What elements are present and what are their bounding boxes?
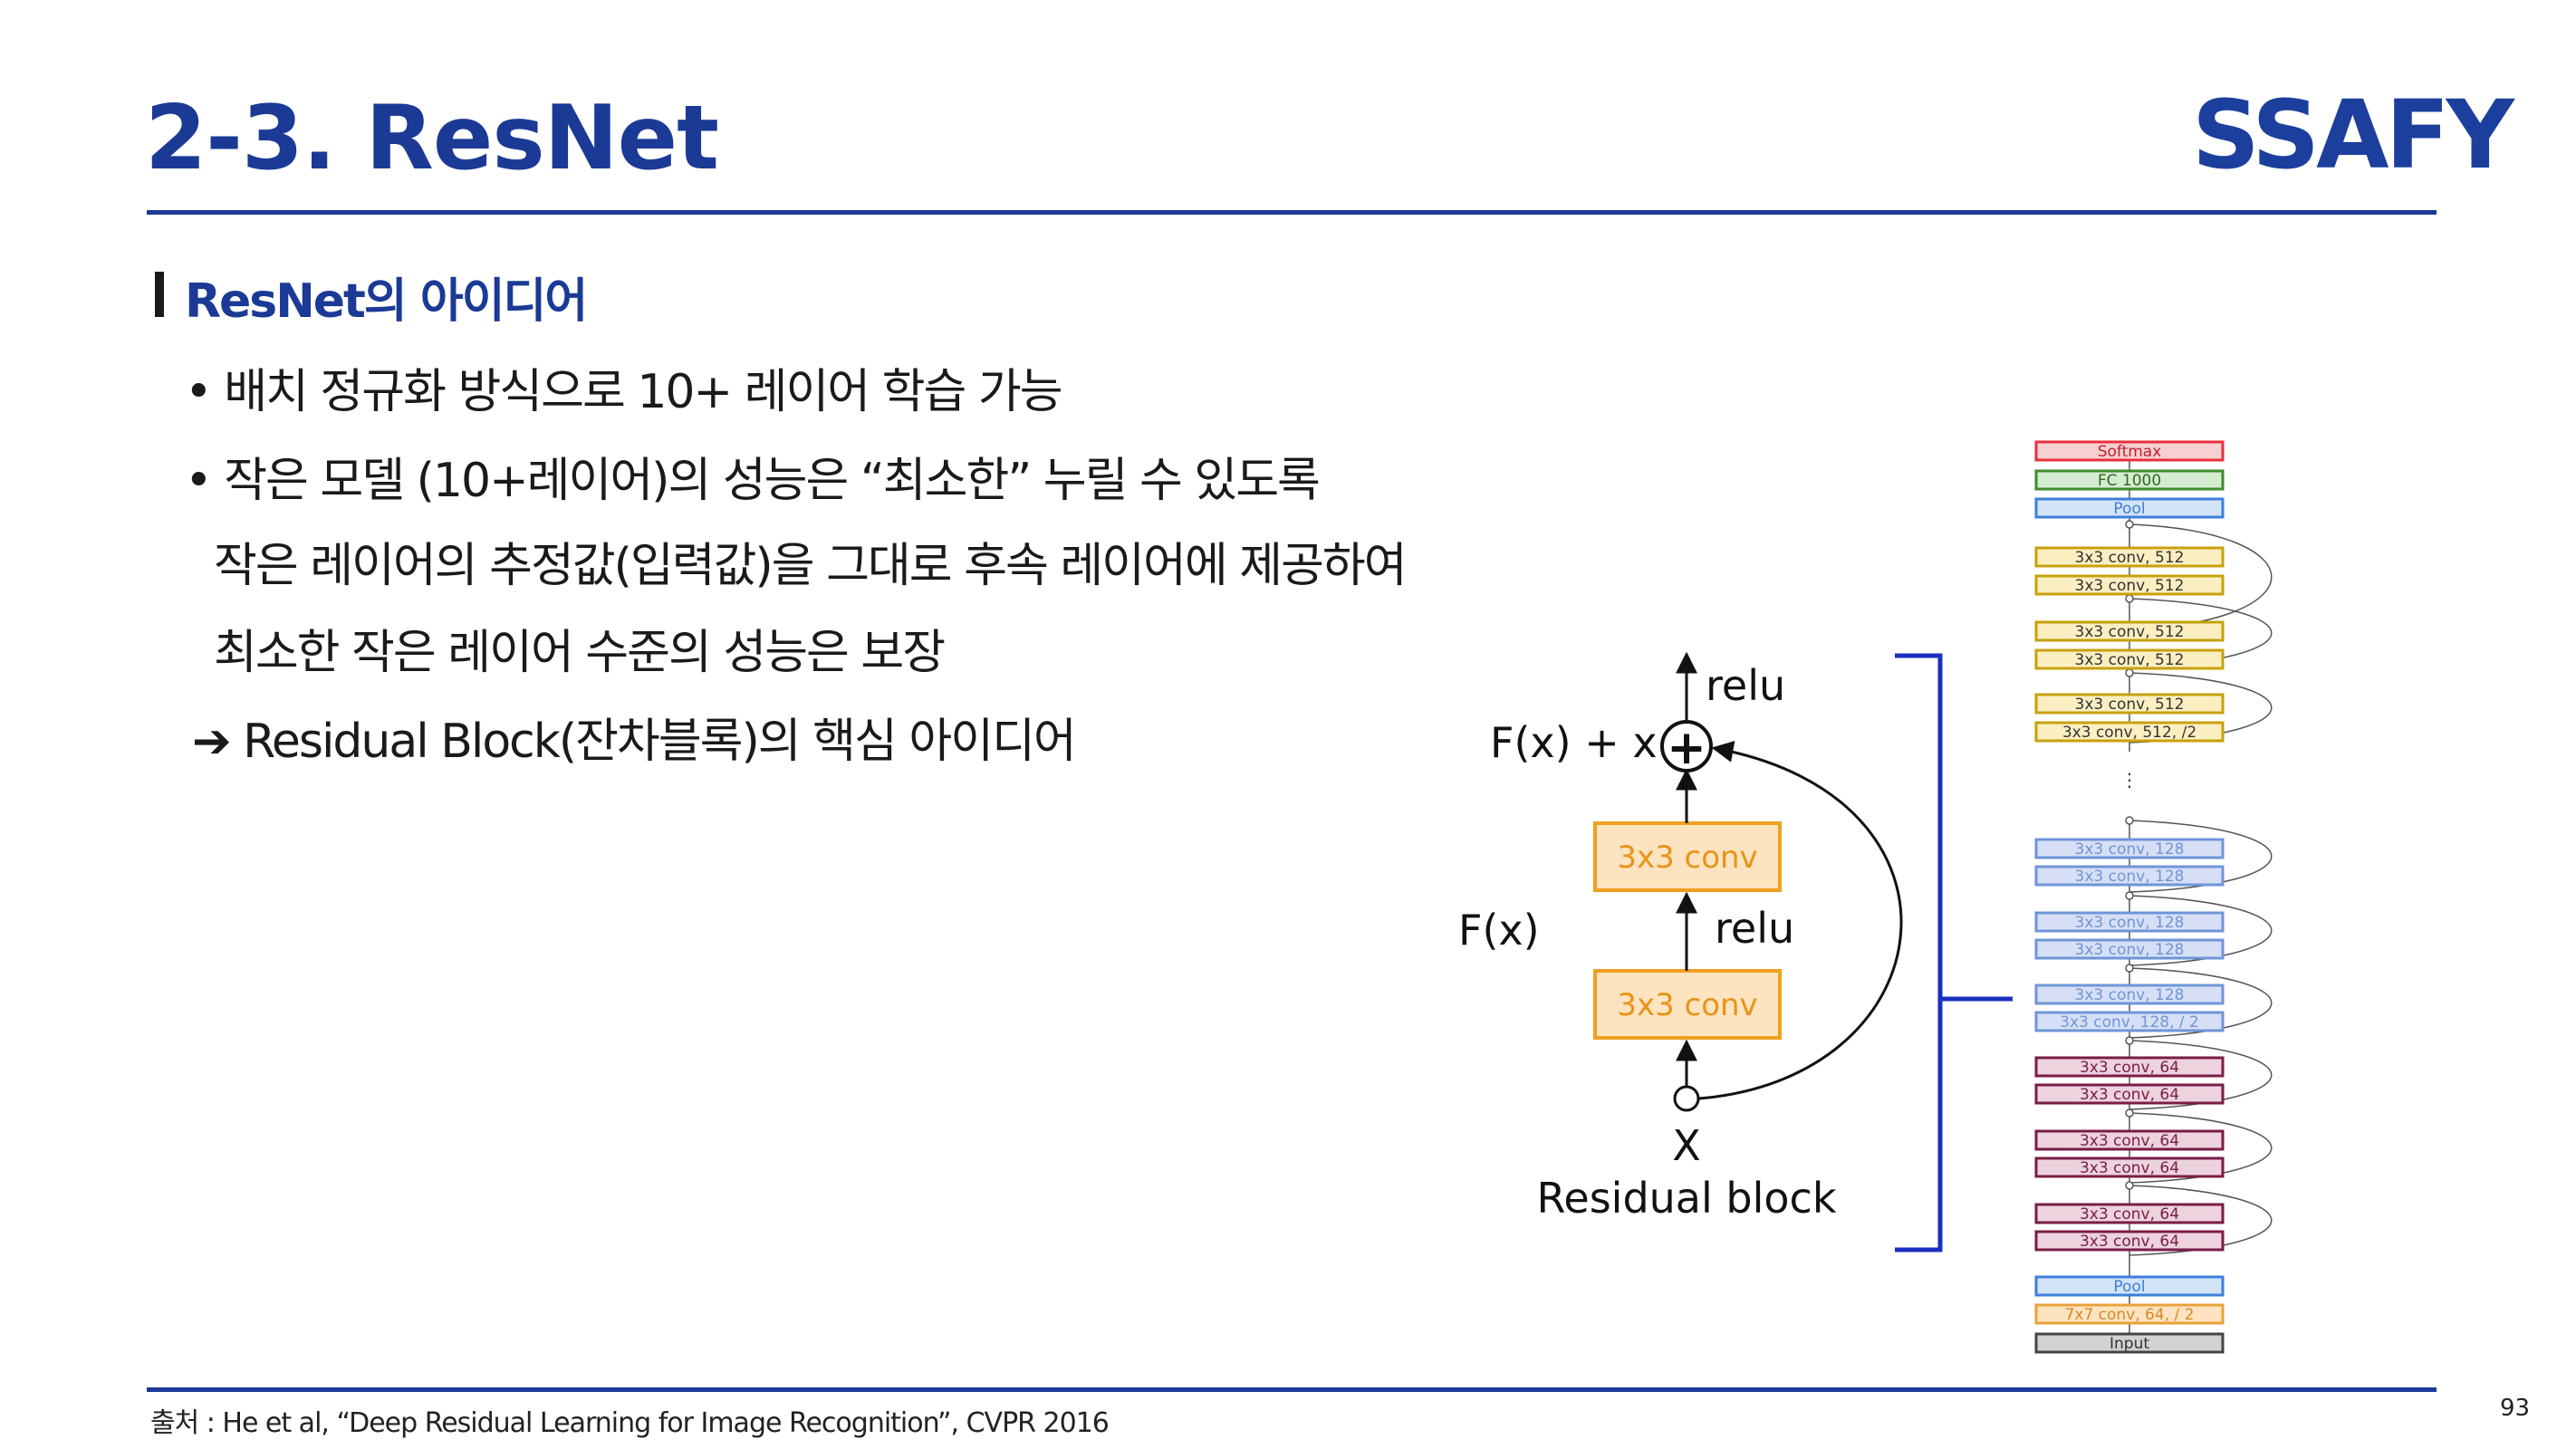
layer-label: 3x3 conv, 128, / 2	[2060, 1013, 2199, 1032]
layer-box	[2034, 1083, 2225, 1105]
skip-arc	[2129, 967, 2273, 1039]
layer-box	[2034, 1332, 2225, 1354]
layer-label: 3x3 conv, 64	[2080, 1086, 2179, 1104]
bullet-2-cont-2: 최소한 작은 레이어 수준의 성능은 보장	[214, 626, 946, 680]
layer-label: 3x3 conv, 512	[2075, 577, 2185, 595]
layer-box	[2034, 1056, 2225, 1078]
page-number: 93	[2500, 1395, 2531, 1422]
layer-label: 3x3 conv, 64	[2080, 1132, 2179, 1150]
layer-box	[2034, 911, 2225, 933]
layer-box	[2034, 440, 2225, 462]
layer-box	[2034, 648, 2225, 670]
residual-block-caption: Residual block	[1537, 1174, 1837, 1223]
relu-mid-label: relu	[1715, 904, 1794, 953]
layer-label: 3x3 conv, 64	[2080, 1205, 2179, 1223]
residual-block: 3x3 conv 3x3 conv + relu F(x) + x F(x) r…	[1458, 651, 1903, 1223]
bullet-1: • 배치 정규화 방식으로 10+ 레이어 학습 가능	[185, 365, 1063, 419]
layer-label: 3x3 conv, 128	[2075, 986, 2185, 1004]
layer-label: Pool	[2113, 500, 2145, 518]
layer-box	[2034, 574, 2225, 596]
conv-bottom-label: 3x3 conv	[1617, 987, 1757, 1023]
output-label: F(x) + x	[1490, 718, 1658, 767]
layer-label: 7x7 conv, 64, / 2	[2065, 1306, 2195, 1324]
bracket	[1895, 653, 2013, 1252]
layer-label: 3x3 conv, 512	[2075, 651, 2185, 669]
layer-label: 3x3 conv, 128	[2075, 914, 2185, 932]
svg-text:⋮: ⋮	[2120, 769, 2139, 791]
layer-box	[2034, 497, 2225, 519]
layer-box	[2034, 1156, 2225, 1178]
section-title: ResNet의 아이디어	[185, 274, 588, 329]
layer-box	[2034, 1203, 2225, 1224]
layer-box	[2034, 865, 2225, 887]
layer-box	[2034, 838, 2225, 859]
layer-box	[2034, 1303, 2225, 1325]
layer-label: Softmax	[2098, 443, 2162, 461]
skip-arc	[2129, 820, 2273, 893]
title-divider	[147, 210, 2437, 215]
layer-box	[2034, 938, 2225, 960]
layer-label: 3x3 conv, 512	[2075, 623, 2185, 641]
input-label: X	[1672, 1121, 1701, 1170]
skip-arc	[2129, 895, 2273, 966]
layer-label: 3x3 conv, 64	[2080, 1059, 2179, 1077]
layer-label: 3x3 conv, 64	[2080, 1233, 2179, 1251]
layer-box	[2034, 1275, 2225, 1297]
bullet-2: • 작은 모델 (10+레이어)의 성능은 “최소한” 누릴 수 있도록	[185, 454, 1321, 508]
bullet-2-cont-1: 작은 레이어의 추정값(입력값)을 그대로 후속 레이어에 제공하여	[214, 539, 1408, 593]
layer-box	[2034, 546, 2225, 568]
plus-symbol: +	[1667, 721, 1706, 775]
skip-connection	[1698, 741, 1903, 1100]
layer-label: 3x3 conv, 512, /2	[2062, 724, 2196, 742]
relu-top-label: relu	[1706, 661, 1785, 710]
layer-box	[2034, 1011, 2225, 1032]
layer-box	[2034, 984, 2225, 1005]
layer-label: Input	[2110, 1335, 2149, 1353]
layer-label: FC 1000	[2098, 472, 2161, 490]
layer-label: 3x3 conv, 64	[2080, 1159, 2179, 1177]
page-title: 2-3. ResNet	[145, 87, 719, 190]
layer-box	[2034, 721, 2225, 743]
layer-box	[2034, 1230, 2225, 1252]
layer-label: 3x3 conv, 128	[2075, 868, 2185, 886]
layer-label: 3x3 conv, 128	[2075, 840, 2185, 859]
source-footnote: 출처 : He et al, “Deep Residual Learning f…	[150, 1407, 1110, 1439]
layer-label: 3x3 conv, 128	[2075, 941, 2185, 959]
layer-box	[2034, 1129, 2225, 1151]
fx-label: F(x)	[1458, 906, 1540, 955]
layer-label: Pool	[2113, 1278, 2145, 1296]
layer-box	[2034, 620, 2225, 642]
layer-box	[2034, 693, 2225, 715]
layer-box	[2034, 469, 2225, 491]
section-marker	[155, 272, 164, 317]
ssafy-logo: SSAFY	[2192, 80, 2514, 190]
layer-label: 3x3 conv, 512	[2075, 696, 2185, 714]
layer-label: 3x3 conv, 512	[2075, 549, 2185, 567]
footer-divider	[147, 1387, 2437, 1392]
input-node	[1673, 1085, 1700, 1112]
conv-top-label: 3x3 conv	[1617, 840, 1757, 876]
conclusion-line: ➔ Residual Block(잔차블록)의 핵심 아이디어	[192, 715, 1077, 769]
